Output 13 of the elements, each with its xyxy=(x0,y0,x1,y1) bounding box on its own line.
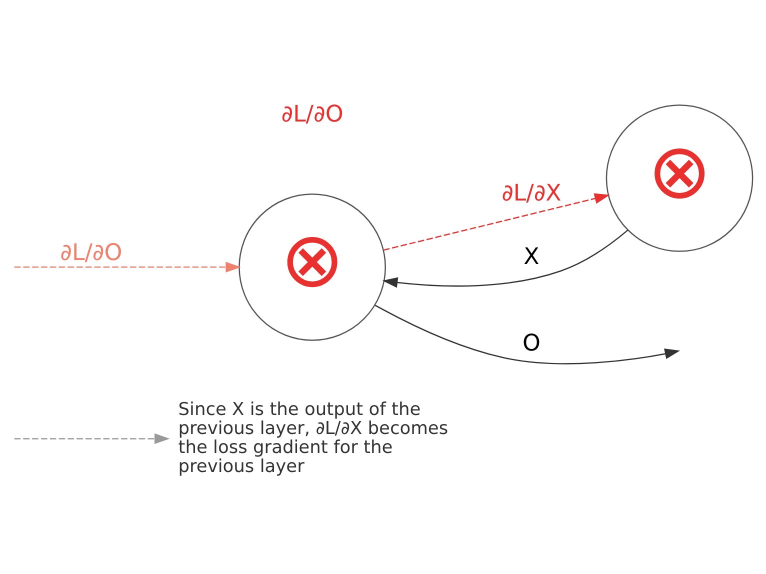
edge-label: X xyxy=(524,243,540,270)
edge-label: O xyxy=(522,330,540,356)
label: ∂L/∂O xyxy=(281,101,344,128)
arrow xyxy=(14,261,241,272)
node-text: Since X is the output of the previous layer, ∂L/∂X becomes the loss gradient for the previous layer xyxy=(178,398,448,477)
arrow xyxy=(383,192,610,250)
node-circle: ⊗ xyxy=(606,104,754,252)
arrow xyxy=(14,432,170,444)
node-circle: ⊗ xyxy=(238,192,386,340)
arrow xyxy=(382,229,628,288)
arrow xyxy=(374,304,680,364)
edge-label: ∂L/∂X xyxy=(502,180,562,206)
edge-label: ∂L/∂O xyxy=(60,240,122,266)
